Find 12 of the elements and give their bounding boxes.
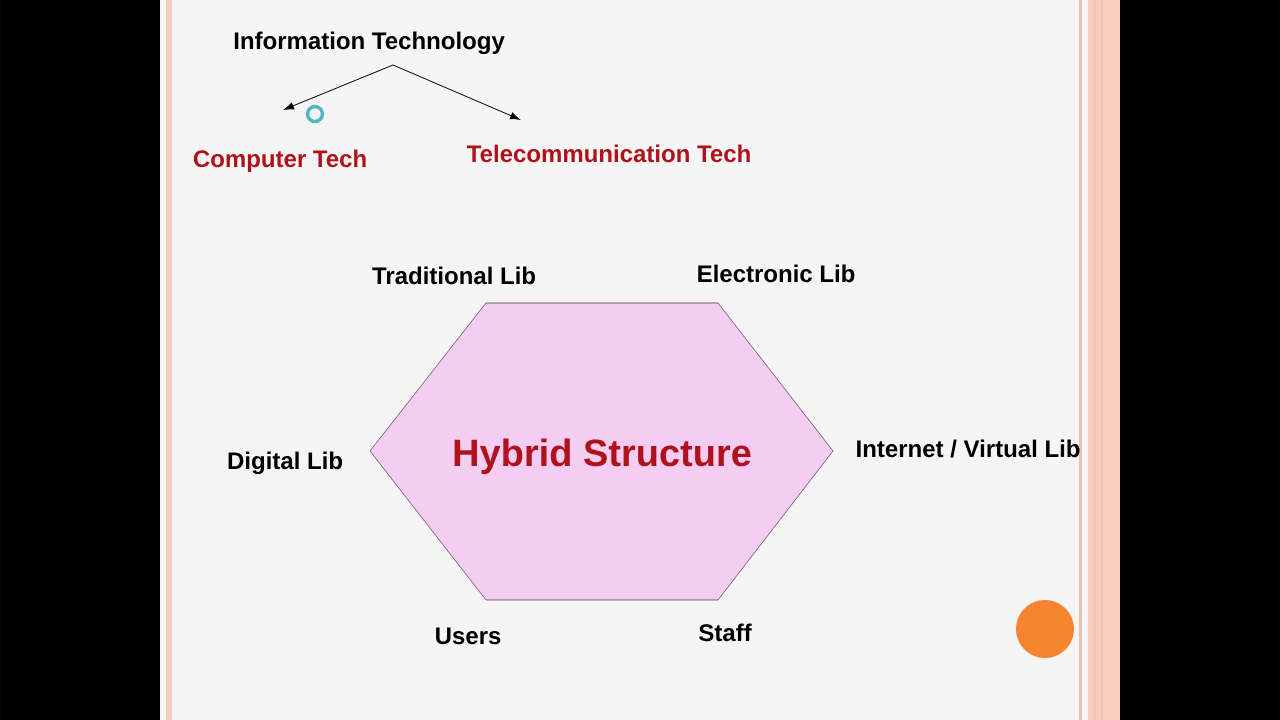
arrow (284, 64, 394, 110)
topic-label: Telecommunication Tech (467, 144, 750, 163)
arrow (392, 64, 520, 120)
topic-label: Computer Tech (193, 149, 366, 172)
topic-label: Information Technology (234, 31, 505, 55)
hexagon: Hybrid Structure (369, 302, 834, 601)
vertex-label: Staff (699, 623, 752, 642)
vertex-label: Users (436, 627, 501, 645)
vertex-label: Internet / Virtual Lib (857, 439, 1080, 458)
vertex-label: Electronic Lib (698, 264, 855, 283)
vertex-label: Digital Lib (228, 451, 342, 475)
vertex-label: Traditional Lib (372, 266, 536, 285)
